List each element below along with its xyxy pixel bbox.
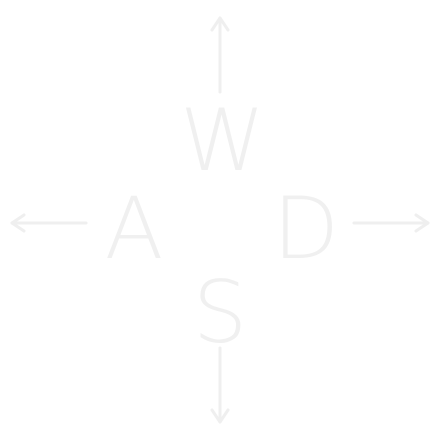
arrow-up-icon <box>210 16 230 94</box>
arrow-right-icon <box>352 213 430 233</box>
key-d-label: D <box>272 179 340 279</box>
key-w-label: W <box>180 91 266 191</box>
key-a-label: A <box>104 179 164 279</box>
key-s-label: S <box>192 263 248 363</box>
arrow-left-icon <box>10 213 88 233</box>
arrow-down-icon <box>210 346 230 424</box>
